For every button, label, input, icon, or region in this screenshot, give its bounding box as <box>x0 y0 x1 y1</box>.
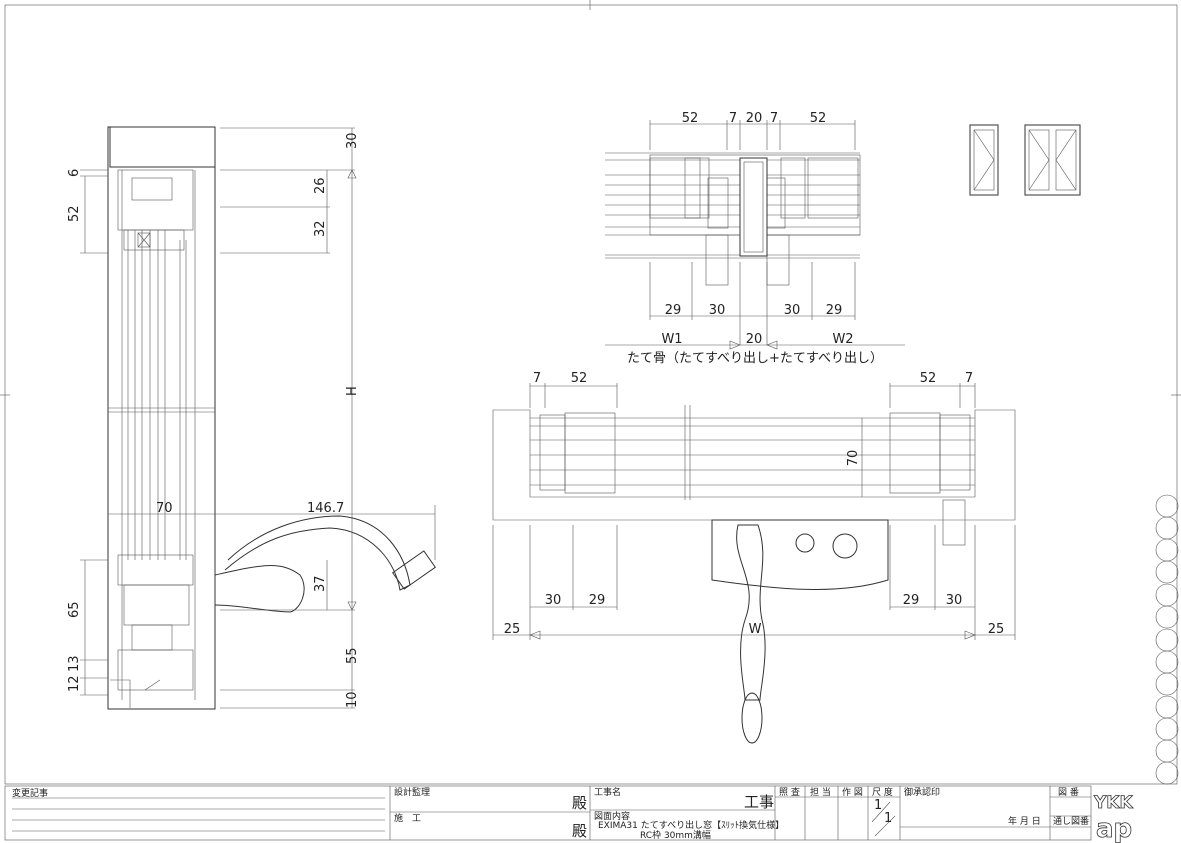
logo-ap: ap <box>1096 814 1132 843</box>
dim-H: H <box>345 386 360 396</box>
dim-52: 52 <box>920 371 937 386</box>
scale-numerator: 1 <box>874 798 882 813</box>
dim-29: 29 <box>665 303 682 318</box>
dim-29: 29 <box>903 593 920 608</box>
dim-W2: W2 <box>832 332 853 347</box>
honorific: 殿 <box>572 794 587 812</box>
dim-20: 20 <box>746 332 763 347</box>
scale-denominator: 1 <box>884 811 892 826</box>
drawing-content-line1: EXIMA31 たてすべり出し窓【ｽﾘｯﾄ換気仕様】 <box>598 819 784 831</box>
dim-26: 26 <box>313 177 328 194</box>
revision-label: 変更記事 <box>12 787 48 799</box>
dim-30: 30 <box>709 303 726 318</box>
dim-55: 55 <box>345 647 360 664</box>
dim-30: 30 <box>545 593 562 608</box>
serial-number-label: 通し図番 <box>1053 815 1089 827</box>
honorific: 殿 <box>572 822 587 840</box>
dim-52: 52 <box>810 111 827 126</box>
design-supervision-label: 設計監理 <box>394 786 430 798</box>
scale-label: 尺 度 <box>872 786 893 798</box>
dim-37: 37 <box>313 575 328 592</box>
dim-12: 12 <box>67 675 82 692</box>
approval-label: 御承認印 <box>904 786 940 798</box>
dim-52: 52 <box>67 205 82 222</box>
drawing-content-label: 図面内容 <box>594 810 630 822</box>
dim-30: 30 <box>784 303 801 318</box>
dim-7: 7 <box>533 371 541 386</box>
dim-7: 7 <box>729 111 737 126</box>
charge-label: 担 当 <box>810 786 831 798</box>
dim-13: 13 <box>67 655 82 672</box>
ykk-ap-logo: YKK ap <box>1093 793 1134 843</box>
drawing-number-label: 図 番 <box>1058 786 1079 798</box>
sheet-border <box>4 4 1178 785</box>
mullion-section-drawing: 52 7 20 7 52 29 30 30 29 W1 20 W2 たて骨（たて… <box>605 111 905 366</box>
dim-W1: W1 <box>661 332 682 347</box>
dim-32: 32 <box>313 220 328 237</box>
construction-label: 施 工 <box>394 812 421 824</box>
title-block: 変更記事 設計監理 殿 施 工 殿 工事名 工事 図面内容 EXIMA31 たて… <box>4 785 1134 843</box>
project-name-label: 工事名 <box>594 786 621 798</box>
drafting-label: 作 図 <box>842 786 863 798</box>
horizontal-section-drawing: 7 52 52 7 70 30 29 29 30 25 W 25 <box>492 371 1016 744</box>
dim-W: W <box>749 622 762 637</box>
dim-30: 30 <box>345 132 360 149</box>
dim-30: 30 <box>946 593 963 608</box>
dim-52: 52 <box>571 371 588 386</box>
dim-25: 25 <box>504 622 521 637</box>
mullion-caption: たて骨（たてすべり出し+たてすべり出し） <box>627 351 883 366</box>
dim-70: 70 <box>156 501 173 516</box>
dim-29: 29 <box>826 303 843 318</box>
dim-70: 70 <box>846 450 861 467</box>
window-elevation-icons <box>969 124 1081 196</box>
dim-65: 65 <box>67 601 82 618</box>
dim-146-7: 146.7 <box>307 501 344 516</box>
dim-10: 10 <box>345 691 360 708</box>
logo-ykk: YKK <box>1093 793 1133 813</box>
dim-25: 25 <box>988 622 1005 637</box>
date-label: 年 月 日 <box>1008 815 1041 827</box>
check-label: 照 査 <box>779 786 800 798</box>
dim-29: 29 <box>589 593 606 608</box>
dim-7: 7 <box>770 111 778 126</box>
binding-circles <box>1155 494 1179 785</box>
dim-6: 6 <box>67 169 82 177</box>
vertical-section-drawing: 30 26 32 H 37 55 10 6 52 65 12 13 70 146… <box>67 126 436 710</box>
drawing-content-line2: RC枠 30mm溝幅 <box>640 829 711 841</box>
dim-20: 20 <box>746 111 763 126</box>
dim-7: 7 <box>965 371 973 386</box>
dim-52: 52 <box>682 111 699 126</box>
project-suffix: 工事 <box>744 793 774 811</box>
